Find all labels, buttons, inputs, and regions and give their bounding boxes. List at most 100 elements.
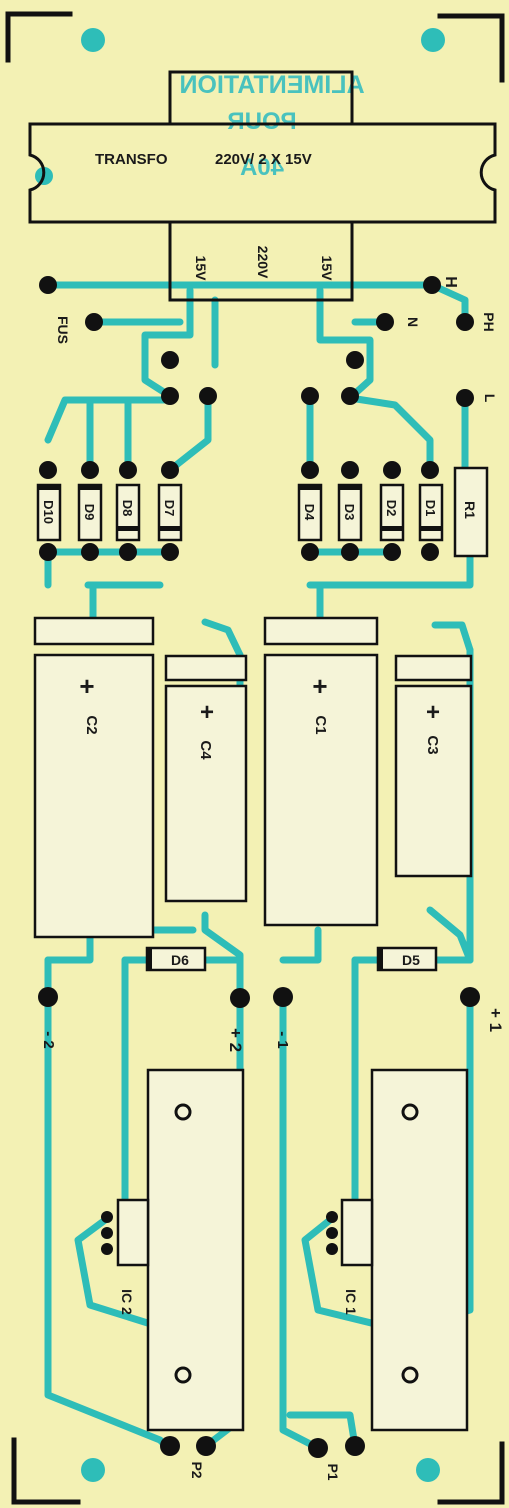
output-label-pos2: + 2 [226,1028,245,1052]
title-line1: ALIMENTATION [179,71,364,99]
diode-d10 [36,483,62,542]
pad [273,987,293,1007]
pad [301,543,319,561]
pad-label-ph: PH [481,312,497,331]
pad [161,543,179,561]
pad-label-n: N [405,317,421,327]
trace-right-join [279,926,322,964]
diode-d7 [157,483,183,542]
output-label-neg2: - 2 [40,1031,57,1049]
capacitor-plus-c2: + [79,671,94,701]
pot-label-p1: P1 [325,1463,341,1480]
diode-label-d4: D4 [302,504,317,521]
capacitor-label-c2: C2 [83,715,100,734]
pad [421,461,439,479]
mount-hole-top-right [421,28,445,52]
pad [85,313,103,331]
pad [81,543,99,561]
trace-c4-top [201,618,244,659]
transformer-rating: 220V/ 2 X 15V [215,151,312,168]
regulator-ic2 [101,1198,150,1267]
pad [341,461,359,479]
capacitor-label-c4: C4 [197,740,214,760]
pad [160,1436,180,1456]
heatsink-screws [174,1103,419,1384]
pad [341,387,359,405]
heatsink-right [370,1068,469,1432]
capacitor-plus-c4: + [200,699,214,726]
screw-right-bottom [401,1366,419,1384]
pad [460,987,480,1007]
tap-label-left: 15V [193,256,209,282]
pad [308,1438,328,1458]
pad [456,313,474,331]
diode-d1 [418,483,444,542]
resistor-r1 [453,466,489,558]
pad [161,387,179,405]
crop-mark-top-right [437,13,505,83]
pad [199,387,217,405]
transformer [28,70,497,302]
capacitor-c1 [263,616,379,927]
pad [383,461,401,479]
capacitor-c3 [394,654,473,878]
regulator-label-ic1: IC 1 [343,1289,359,1315]
screw-right-top [401,1103,419,1121]
diode-label-d7: D7 [162,500,177,517]
pad [119,543,137,561]
crop-mark-top-left [5,11,73,63]
pad [230,988,250,1008]
screw-left-bottom [174,1366,192,1384]
resistor-label-r1: R1 [462,501,478,519]
pad [38,987,58,1007]
capacitor-plus-c1: + [312,671,327,701]
trace-left-diode-drops [86,396,132,474]
capacitor-label-c1: C1 [312,715,329,734]
diode-d5 [376,946,438,972]
diode-d2 [379,483,405,542]
pad [421,543,439,561]
pad [423,276,441,294]
mount-hole-bottom-left [81,1458,105,1482]
crop-marks [5,11,505,1505]
pad-label-fus: FUS [55,316,71,344]
tap-label-mid: 220V [255,246,271,279]
pad [383,543,401,561]
pad [301,387,319,405]
trace-c4-bottom [201,911,244,1002]
regulator-label-ic2: IC 2 [119,1289,135,1315]
tap-label-right: 15V [319,256,335,282]
pad [39,276,57,294]
diode-label-d1: D1 [423,500,438,517]
diode-d6 [145,946,207,972]
output-label-neg1: - 1 [274,1031,291,1049]
diode-d8 [115,483,141,542]
title-line2: POUR [227,108,296,135]
diode-label-d6: D6 [171,952,189,968]
trace-r1-bus [306,548,474,589]
screw-left-top [174,1103,192,1121]
diode-label-d5: D5 [402,952,420,968]
trace-right-pos-rail [301,993,474,1334]
pad [161,461,179,479]
pad-label-l: L [482,394,498,403]
diode-label-d3: D3 [342,504,357,521]
title-line3: 40A [240,154,284,181]
mounting-holes [35,28,445,1482]
diode-d4 [297,483,323,542]
trace-left-tap [141,286,194,400]
pad [196,1436,216,1456]
pad [39,543,57,561]
diode-label-d2: D2 [384,500,399,517]
diode-label-d8: D8 [120,500,135,517]
mount-hole-bottom-right [416,1458,440,1482]
diode-label-d10: D10 [41,500,56,524]
crop-mark-bottom-right [437,1441,505,1505]
trace-p1 [286,1411,359,1450]
pad [456,389,474,407]
pad-label-h: H [442,276,459,288]
trace-right-neg-rail [279,993,322,1452]
trace-left-diode-bus [44,396,174,444]
